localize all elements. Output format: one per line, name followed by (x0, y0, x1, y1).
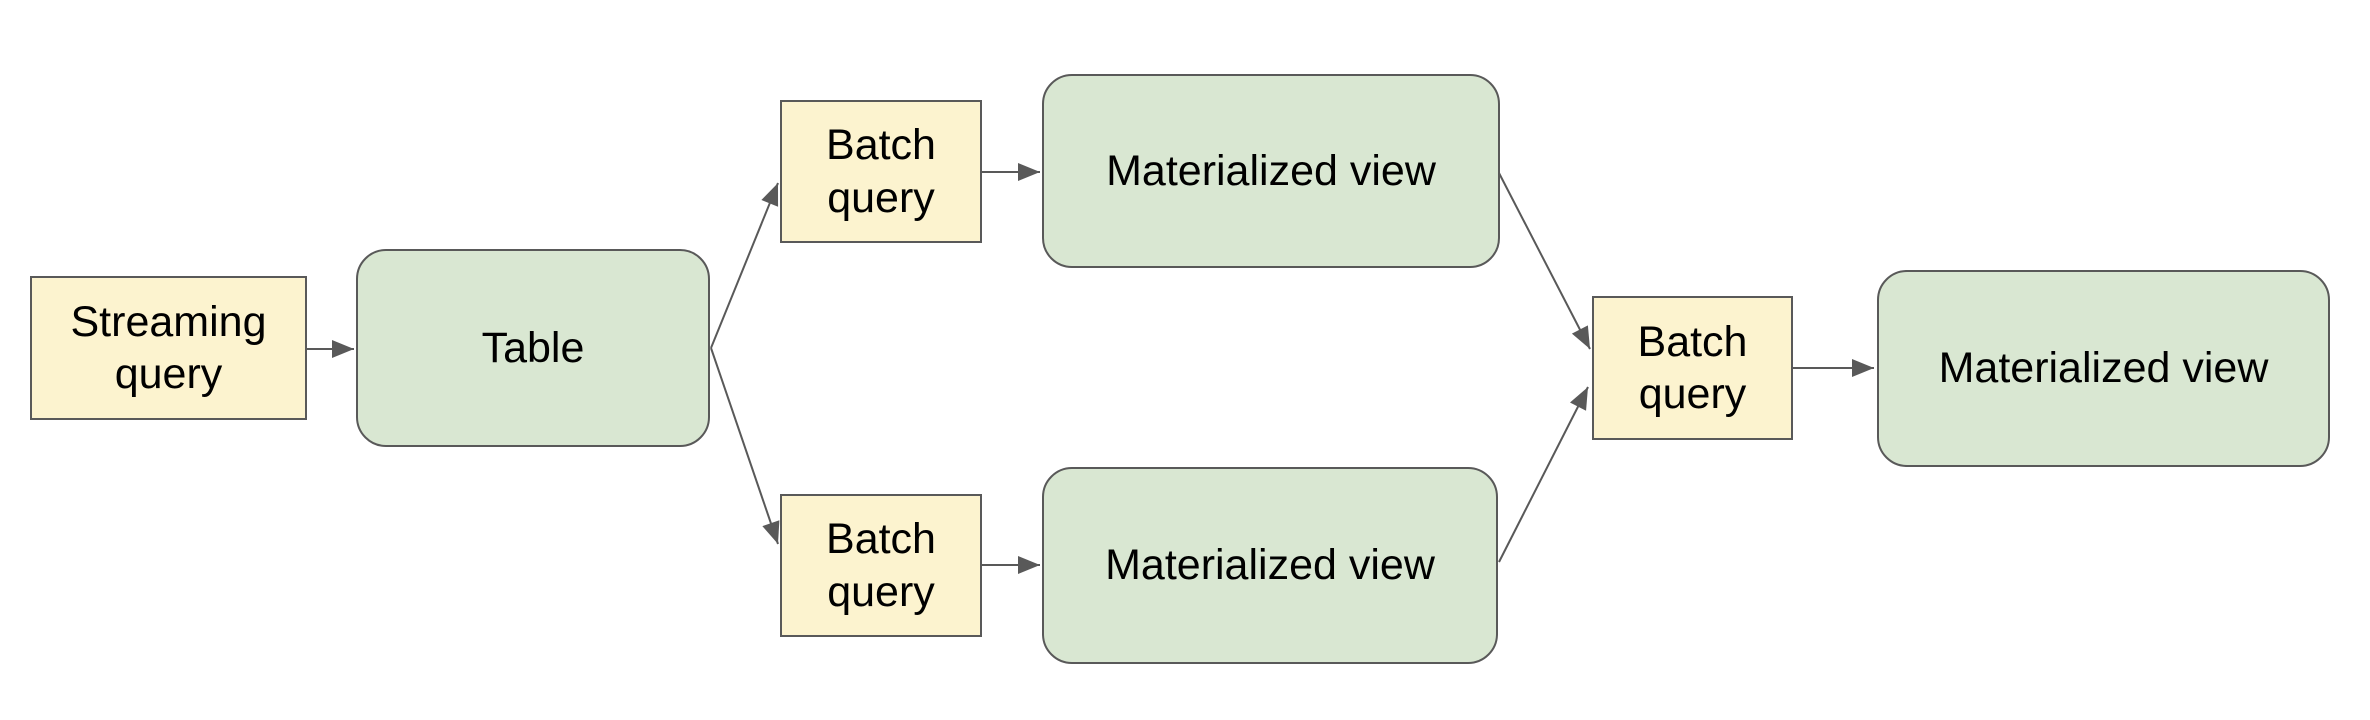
node-table: Table (356, 249, 710, 447)
node-materialized-view-top: Materialized view (1042, 74, 1500, 268)
node-batch-query-bottom: Batch query (780, 494, 982, 637)
edge-table-to-batch-query-top (710, 182, 779, 349)
node-materialized-view-final-label: Materialized view (1938, 344, 2269, 393)
edge-materialized-view-top-to-batch-query-right (1498, 172, 1591, 350)
node-batch-query-right: Batch query (1592, 296, 1793, 440)
node-batch-query-bottom-label: Batch query (826, 515, 936, 616)
node-materialized-view-bottom-label: Materialized view (1105, 541, 1435, 590)
node-materialized-view-bottom: Materialized view (1042, 467, 1498, 664)
node-materialized-view-final: Materialized view (1877, 270, 2330, 467)
node-batch-query-top: Batch query (780, 100, 982, 243)
node-batch-query-top-label: Batch query (826, 121, 936, 222)
node-batch-query-right-label: Batch query (1637, 317, 1748, 418)
node-materialized-view-top-label: Materialized view (1106, 146, 1436, 195)
node-streaming-query-label: Streaming query (70, 297, 267, 398)
edge-table-to-batch-query-bottom (710, 347, 780, 545)
node-streaming-query: Streaming query (30, 276, 307, 420)
edge-materialized-view-bottom-to-batch-query-right (1498, 386, 1589, 563)
node-table-label: Table (481, 323, 585, 372)
